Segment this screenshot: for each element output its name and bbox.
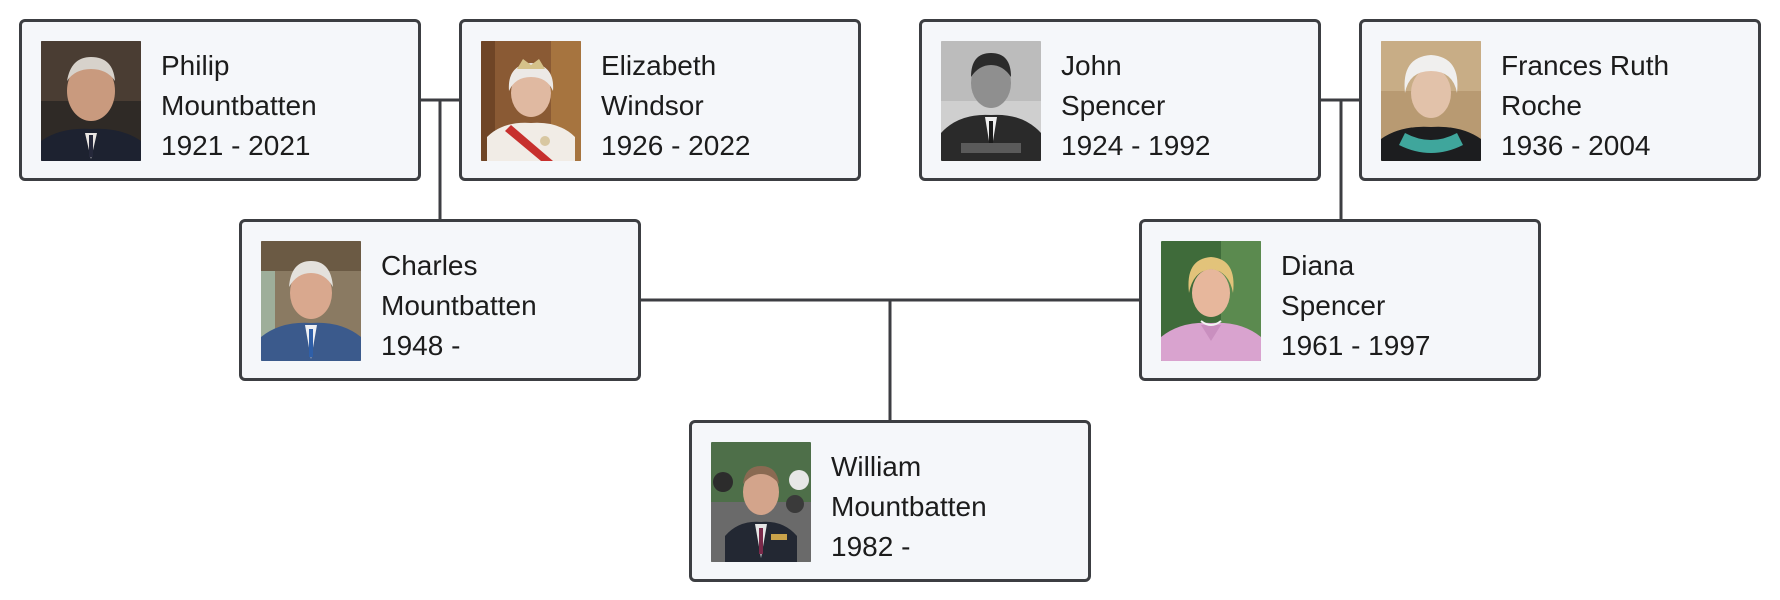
- person-first-name: John: [1061, 50, 1122, 81]
- portrait-photo: [711, 442, 811, 562]
- person-last-name: Spencer: [1281, 290, 1386, 321]
- person-last-name: Spencer: [1061, 90, 1166, 121]
- person-life-years: 1921 - 2021: [161, 130, 311, 161]
- person-info: William Mountbatten 1982 -: [831, 447, 987, 567]
- person-life-years: 1982 -: [831, 531, 911, 562]
- person-last-name: Mountbatten: [381, 290, 537, 321]
- person-first-name: Philip: [161, 50, 230, 81]
- person-life-years: 1961 - 1997: [1281, 330, 1431, 361]
- portrait-photo: [941, 41, 1041, 161]
- portrait-photo: [1381, 41, 1481, 161]
- person-first-name: Charles: [381, 250, 478, 281]
- person-life-years: 1924 - 1992: [1061, 130, 1211, 161]
- person-info: Elizabeth Windsor 1926 - 2022: [601, 46, 750, 166]
- person-life-years: 1926 - 2022: [601, 130, 751, 161]
- person-info: Charles Mountbatten 1948 -: [381, 246, 537, 366]
- person-first-name: William: [831, 451, 922, 482]
- portrait-photo: [481, 41, 581, 161]
- person-card-diana[interactable]: Diana Spencer 1961 - 1997: [1139, 219, 1541, 381]
- person-last-name: Windsor: [601, 90, 704, 121]
- person-card-frances[interactable]: Frances Ruth Roche 1936 - 2004: [1359, 19, 1761, 181]
- person-info: Diana Spencer 1961 - 1997: [1281, 246, 1430, 366]
- portrait-photo: [41, 41, 141, 161]
- person-info: Philip Mountbatten 1921 - 2021: [161, 46, 317, 166]
- person-card-philip[interactable]: Philip Mountbatten 1921 - 2021: [19, 19, 421, 181]
- person-first-name: Frances Ruth: [1501, 50, 1670, 81]
- person-card-john[interactable]: John Spencer 1924 - 1992: [919, 19, 1321, 181]
- person-last-name: Roche: [1501, 90, 1582, 121]
- person-first-name: Diana: [1281, 250, 1355, 281]
- person-last-name: Mountbatten: [831, 491, 987, 522]
- portrait-photo: [1161, 241, 1261, 361]
- person-info: Frances Ruth Roche 1936 - 2004: [1501, 46, 1669, 166]
- person-first-name: Elizabeth: [601, 50, 717, 81]
- portrait-photo: [261, 241, 361, 361]
- person-life-years: 1948 -: [381, 330, 461, 361]
- person-card-william[interactable]: William Mountbatten 1982 -: [689, 420, 1091, 582]
- person-card-charles[interactable]: Charles Mountbatten 1948 -: [239, 219, 641, 381]
- person-last-name: Mountbatten: [161, 90, 317, 121]
- person-info: John Spencer 1924 - 1992: [1061, 46, 1210, 166]
- person-life-years: 1936 - 2004: [1501, 130, 1651, 161]
- person-card-elizabeth[interactable]: Elizabeth Windsor 1926 - 2022: [459, 19, 861, 181]
